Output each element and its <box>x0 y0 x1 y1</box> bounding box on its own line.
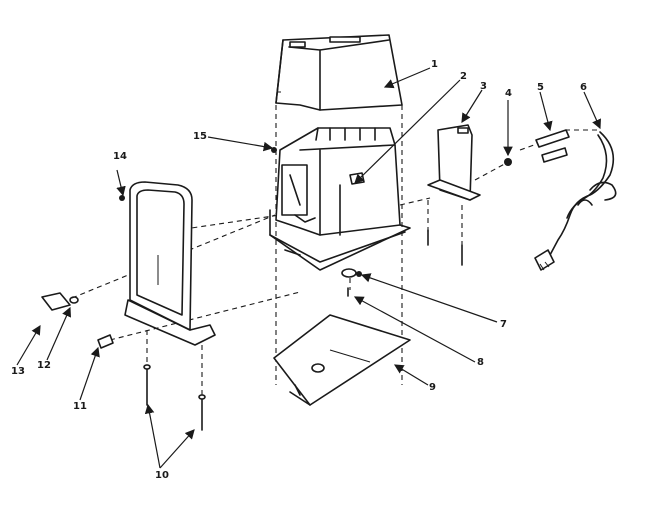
callout-15: 15 <box>193 131 207 142</box>
callout-9: 9 <box>429 382 436 393</box>
callout-3: 3 <box>480 81 487 92</box>
callout-5: 5 <box>537 82 544 93</box>
callout-4: 4 <box>505 88 512 99</box>
callout-11: 11 <box>73 401 87 412</box>
callout-12: 12 <box>37 360 51 371</box>
callout-2: 2 <box>460 71 467 82</box>
callout-10: 10 <box>155 470 169 481</box>
foot-and-screw <box>341 268 362 297</box>
leader-lines <box>16 67 601 469</box>
callout-6: 6 <box>580 82 587 93</box>
callout-8: 8 <box>477 357 484 368</box>
callout-1: 1 <box>431 59 438 70</box>
clip-part <box>97 334 114 349</box>
callout-14: 14 <box>113 151 127 162</box>
callout-13: 13 <box>11 366 25 377</box>
top-cover <box>275 34 403 111</box>
right-end-bracket <box>427 124 481 201</box>
base-plate <box>273 314 411 406</box>
callout-7: 7 <box>500 319 507 330</box>
power-cord-assembly <box>504 129 617 271</box>
knob-assembly <box>41 292 79 311</box>
left-end-panel <box>124 181 216 346</box>
screws <box>143 229 463 431</box>
